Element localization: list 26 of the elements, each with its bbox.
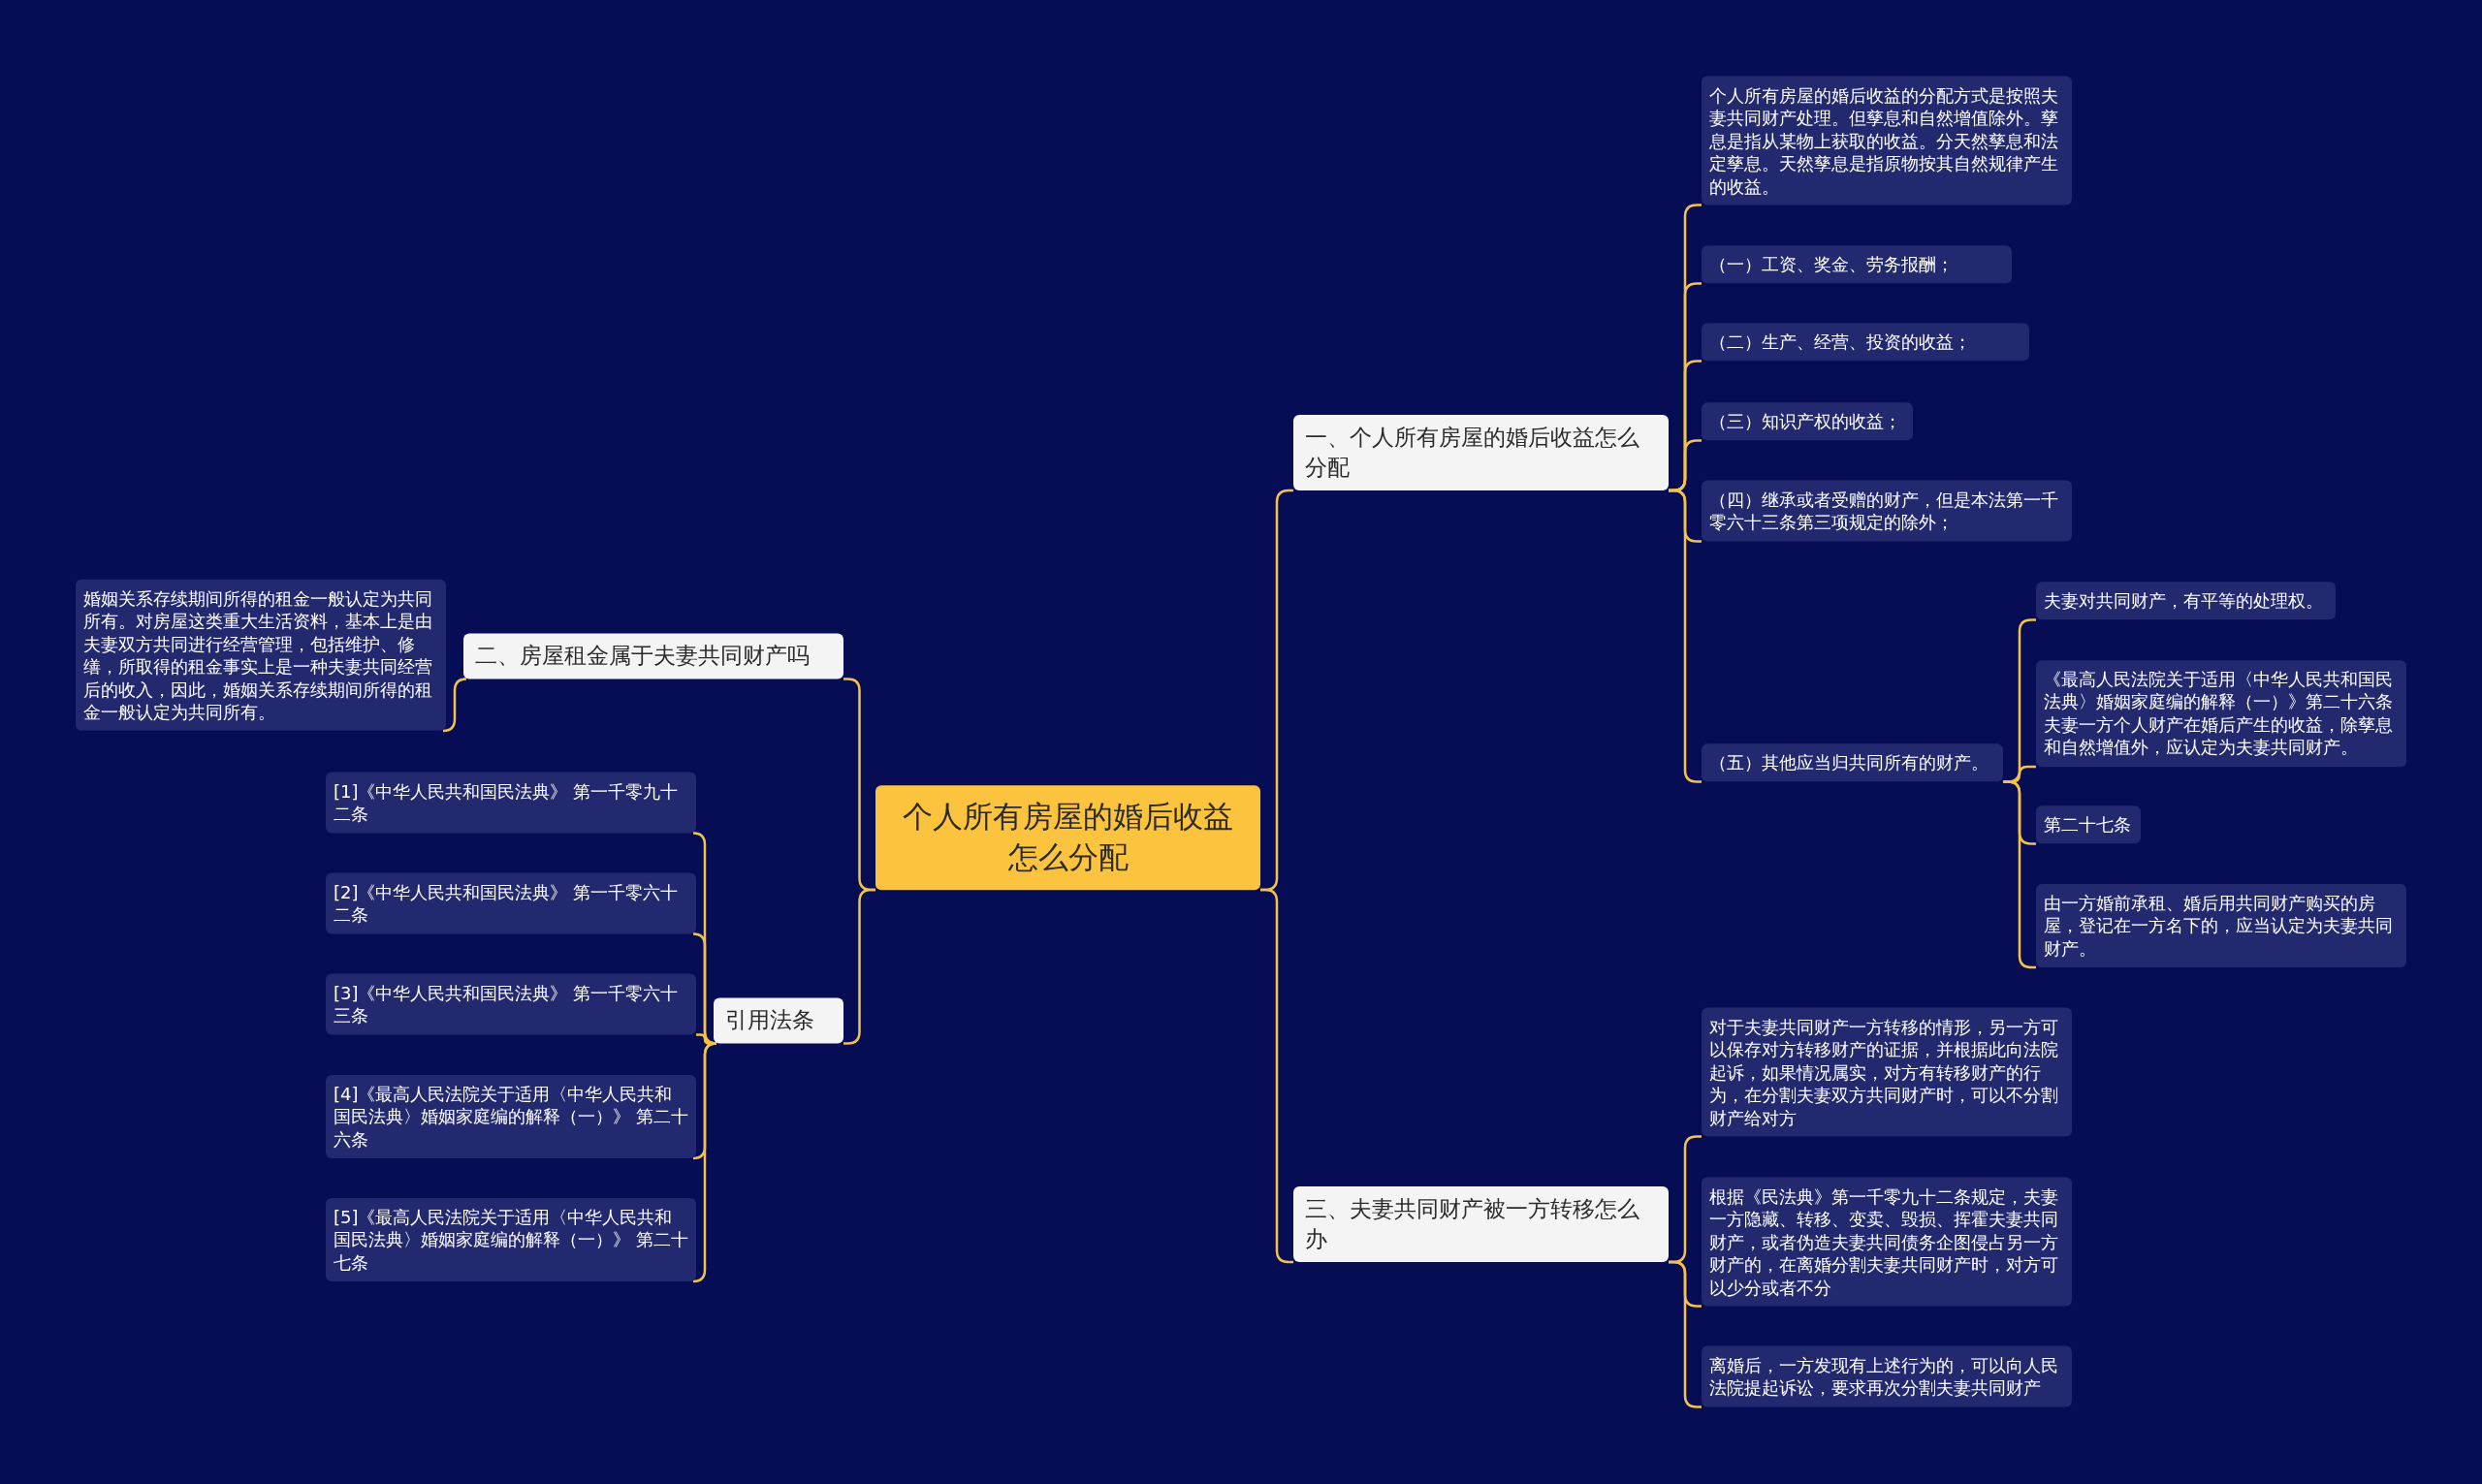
subtopic-card: [2]《中华人民共和国民法典》 第一千零六十二条 xyxy=(326,872,696,934)
subtopic-card: （五）其他应当归共同所有的财产。 xyxy=(1702,743,2003,782)
branch-topic: 二、房屋租金属于夫妻共同财产吗 xyxy=(463,633,843,679)
connector-line xyxy=(441,678,468,733)
subtopic-card: （二）生产、经营、投资的收益； xyxy=(1702,323,2029,362)
subtopic-card: （一）工资、奖金、劳务报酬； xyxy=(1702,245,2012,284)
subtopic-card: [1]《中华人民共和国民法典》 第一千零九十二条 xyxy=(326,772,696,834)
subtopic-card: 由一方婚前承租、婚后用共同财产购买的房屋，登记在一方名下的，应当认定为夫妻共同财产。 xyxy=(2036,883,2406,968)
subtopic-card: 离婚后，一方发现有上述行为的，可以向人民法院提起诉讼，要求再次分割夫妻共同财产 xyxy=(1702,1345,2072,1407)
subtopic-card: （四）继承或者受赠的财产，但是本法第一千零六十三条第三项规定的除外； xyxy=(1702,480,2072,542)
subtopic-card: 对于夫妻共同财产一方转移的情形，另一方可以保存对方转移财产的证据，并根据此向法院起诉，如果情况属实，对方有转移财产的行为，在分割夫妻双方共同财产时，可以不分割财产给对方 xyxy=(1702,1007,2072,1137)
root-topic: 个人所有房屋的婚后收益怎么分配 xyxy=(875,785,1260,890)
subtopic-card: [5]《最高人民法院关于适用〈中华人民共和国民法典〉婚姻家庭编的解释（一）》 第二十七条 xyxy=(326,1197,696,1282)
branch-topic: 一、个人所有房屋的婚后收益怎么分配 xyxy=(1293,414,1669,491)
subtopic-card: 第二十七条 xyxy=(2036,805,2141,844)
branch-topic: 三、夫妻共同财产被一方转移怎么办 xyxy=(1293,1185,1669,1263)
subtopic-card: 个人所有房屋的婚后收益的分配方式是按照夫妻共同财产处理。但孳息和自然增值除外。孳息是指从某物上获取的收益。分天然孳息和法定孳息。天然孳息是指原物按其自然规律产生的收益。 xyxy=(1702,76,2072,205)
subtopic-card: 根据《民法典》第一千零九十二条规定，夫妻一方隐藏、转移、变卖、毁损、挥霍夫妻共同财产，或者伪造夫妻共同债务企图侵占另一方财产的，在离婚分割夫妻共同财产时，对方可以少分或者不分 xyxy=(1702,1177,2072,1307)
subtopic-card: [3]《中华人民共和国民法典》 第一千零六十三条 xyxy=(326,973,696,1035)
subtopic-card: 夫妻对共同财产，有平等的处理权。 xyxy=(2036,582,2336,620)
connector-line xyxy=(1669,489,1702,783)
branch-topic: 引用法条 xyxy=(714,997,843,1044)
subtopic-card: [4]《最高人民法院关于适用〈中华人民共和国民法典〉婚姻家庭编的解释（一）》 第二十六条 xyxy=(326,1074,696,1159)
subtopic-card: 婚姻关系存续期间所得的租金一般认定为共同所有。对房屋这类重大生活资料，基本上是由夫妻双方共同进行经营管理，包括维护、修缮，所取得的租金事实上是一种夫妻共同经营后的收入，因此，婚姻关系存续期间所得的租金一般认定为共同所有。 xyxy=(76,579,446,732)
subtopic-card: 《最高人民法院关于适用〈中华人民共和国民法典〉婚姻家庭编的解释（一）》第二十六条夫妻一方个人财产在婚后产生的收益，除孳息和自然增值外，应认定为夫妻共同财产。 xyxy=(2036,660,2406,767)
subtopic-card: （三）知识产权的收益； xyxy=(1702,402,1913,441)
